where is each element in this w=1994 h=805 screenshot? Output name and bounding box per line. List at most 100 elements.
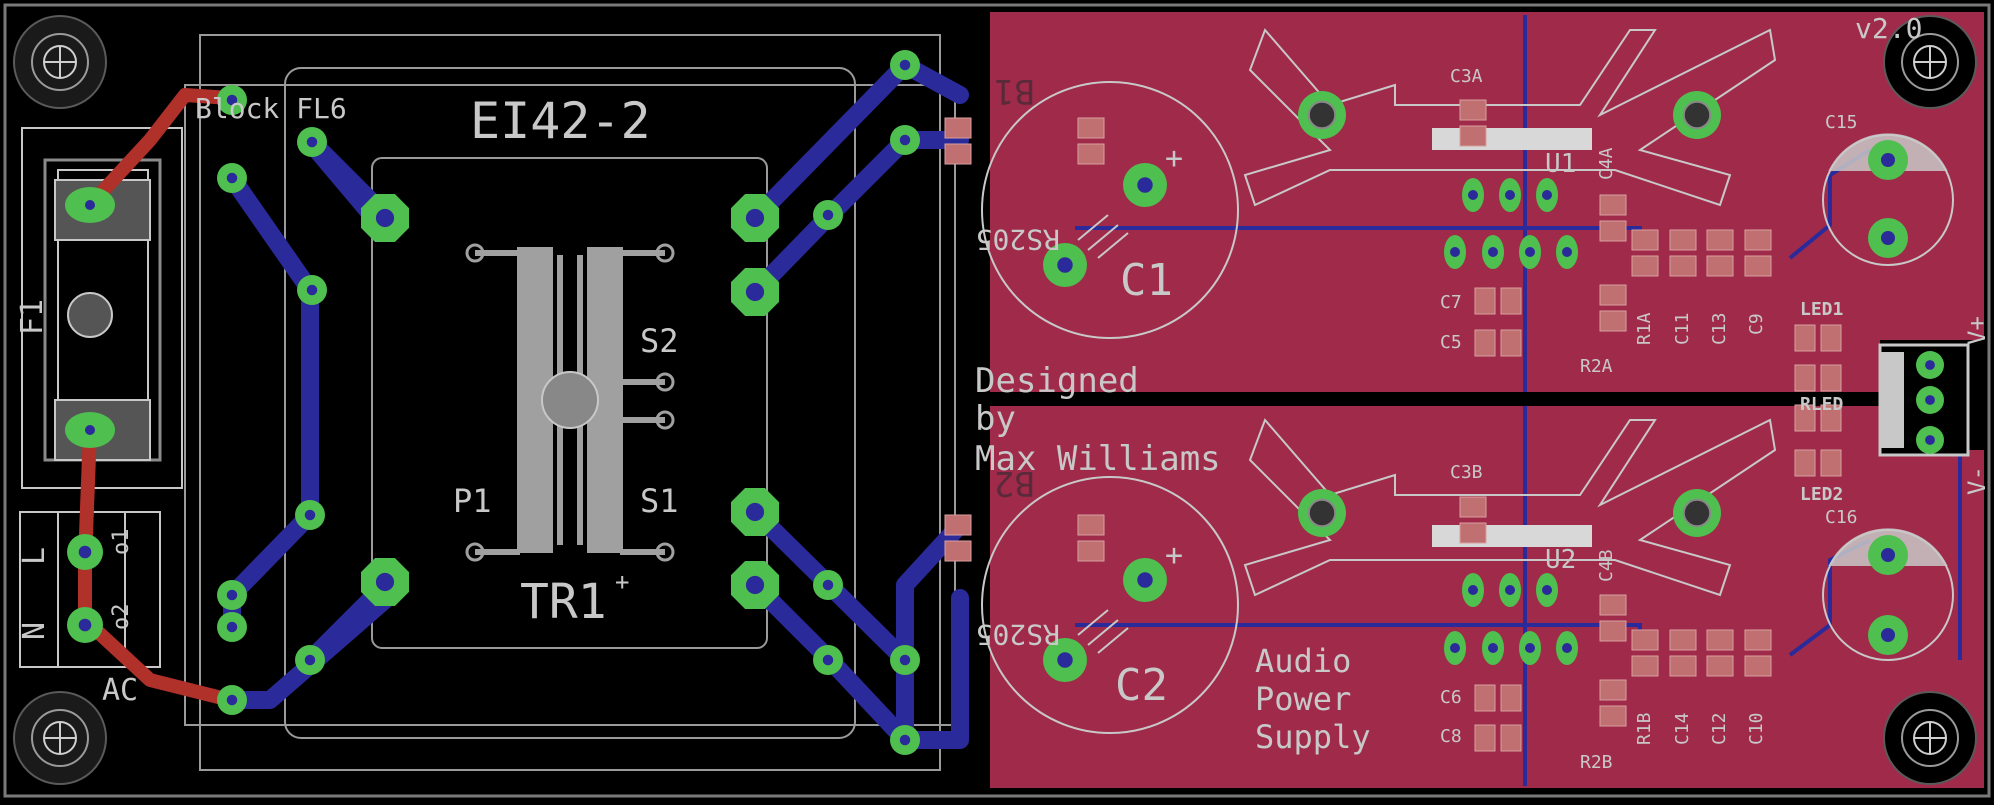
bridge-pad-5 — [813, 570, 843, 600]
c1-pad-plus — [1123, 163, 1167, 207]
bridge-pad-0 — [890, 50, 920, 80]
bot-vert-0-pad-b — [1631, 655, 1659, 677]
b2-pads-right-pad-a — [1077, 514, 1105, 536]
label-c16: C16 — [1825, 507, 1858, 528]
b1-pads-right-pad-b — [1077, 143, 1105, 165]
block-pad-7 — [295, 645, 325, 675]
label-ac-n: N — [17, 622, 52, 640]
top-vert-0-pad-a — [1631, 229, 1659, 251]
top-vert-2-pad-a — [1706, 229, 1734, 251]
transformer-symbol — [465, 243, 675, 562]
output-pin-0 — [1916, 351, 1944, 379]
u1-pin-2 — [1536, 178, 1558, 212]
u2-pin-1 — [1499, 573, 1521, 607]
transformer-pad-3 — [731, 268, 779, 316]
b1-pads-left-pad-b — [944, 143, 972, 165]
label-by: by — [975, 399, 1016, 439]
r2b-pad-b — [1599, 705, 1627, 727]
transformer-pad-2 — [731, 194, 779, 242]
u2-ref-pin-1 — [1482, 631, 1504, 665]
bridge-pad-6 — [813, 645, 843, 675]
block-pad-2 — [297, 127, 327, 157]
block-pad-3 — [297, 275, 327, 305]
fuse-pad-top — [65, 187, 115, 223]
label-c3a: C3A — [1450, 66, 1483, 87]
block-pad-4 — [295, 500, 325, 530]
label-ac-pin2: o2 — [109, 604, 134, 631]
r2b-pad-a — [1599, 679, 1627, 701]
u1-pin-0 — [1462, 178, 1484, 212]
label-s1: S1 — [640, 482, 679, 520]
bridge-pad-4 — [890, 725, 920, 755]
label-c1: C1 — [1120, 255, 1173, 306]
label-c7: C7 — [1440, 292, 1462, 313]
label-c3b: C3B — [1450, 462, 1483, 483]
block-pad-0 — [217, 85, 247, 115]
label-b1-part: RS205 — [976, 223, 1060, 256]
c6-pad-a — [1474, 684, 1496, 712]
heatsink-bottom-pad-right — [1673, 489, 1721, 537]
label-rled: RLED — [1800, 394, 1844, 415]
c2-pad-plus — [1123, 558, 1167, 602]
c6-pad-b — [1500, 684, 1522, 712]
label-c5: C5 — [1440, 332, 1462, 353]
cap-c16-outline — [1822, 528, 1954, 661]
top-vert-1-pad-b — [1669, 255, 1697, 277]
label-b1: B1 — [994, 71, 1035, 111]
c16-pad-minus — [1868, 615, 1908, 655]
ac-pad-1 — [67, 534, 103, 570]
label-f1: F1 — [15, 299, 50, 335]
label-c9: C9 — [1746, 313, 1767, 335]
label-c10: C10 — [1746, 712, 1767, 745]
label-supply: Supply — [1255, 718, 1371, 756]
rled-pad-a — [1794, 404, 1816, 432]
u2-pin-0 — [1462, 573, 1484, 607]
u2-ref-pin-2 — [1519, 631, 1541, 665]
transformer-core-outline — [371, 157, 768, 649]
bridge-b2[interactable] — [981, 476, 1239, 734]
label-c2-plus: + — [1165, 538, 1183, 573]
r2a-pad-b — [1599, 310, 1627, 332]
block-pad-6 — [217, 612, 247, 642]
c1-pad-minus — [1043, 243, 1087, 287]
b2-pads-left-pad-b — [944, 540, 972, 562]
label-b2-part: RS205 — [976, 618, 1060, 651]
board-outline — [3, 3, 1991, 798]
c5-pad-a — [1474, 329, 1496, 357]
c16-pad-plus — [1868, 535, 1908, 575]
silkscreen-labels: Block FL6 EI42-2 TR1 + P1 S1 S2 F1 AC L … — [15, 12, 1991, 773]
regulator-u2-body — [1432, 525, 1592, 547]
block-outline — [199, 34, 941, 771]
bridge-b1[interactable] — [981, 81, 1239, 339]
label-r2b: R2B — [1580, 752, 1613, 773]
block-pad-5 — [217, 580, 247, 610]
c2-pad-minus — [1043, 638, 1087, 682]
transformer-pad-0 — [361, 194, 409, 242]
bridge-pad-3 — [890, 645, 920, 675]
b1-pads-left-pad-a — [944, 117, 972, 139]
heatsink-top-pad-left — [1298, 91, 1346, 139]
label-ac: AC — [102, 673, 138, 708]
bot-vert-0-pad-a — [1631, 629, 1659, 651]
c5-pad-b — [1500, 329, 1522, 357]
u1-pin-1 — [1499, 178, 1521, 212]
top-vert-3-pad-a — [1744, 229, 1772, 251]
label-r1b: R1B — [1634, 712, 1655, 745]
block-pad-8 — [217, 685, 247, 715]
label-r1a: R1A — [1634, 312, 1655, 345]
block-inner-outline — [184, 84, 956, 726]
label-tr1-plus: + — [615, 568, 629, 596]
label-led2: LED2 — [1800, 484, 1843, 505]
transformer-body-outline — [284, 67, 856, 739]
block-pad-1 — [217, 163, 247, 193]
bot-vert-3-pad-a — [1744, 629, 1772, 651]
label-c13: C13 — [1709, 312, 1730, 345]
label-block: Block FL6 — [195, 92, 347, 125]
label-p1: P1 — [453, 482, 492, 520]
c8-pad-b — [1500, 724, 1522, 752]
label-c6: C6 — [1440, 687, 1462, 708]
b2-pads-left-pad-a — [944, 514, 972, 536]
bot-vert-2-pad-b — [1706, 655, 1734, 677]
